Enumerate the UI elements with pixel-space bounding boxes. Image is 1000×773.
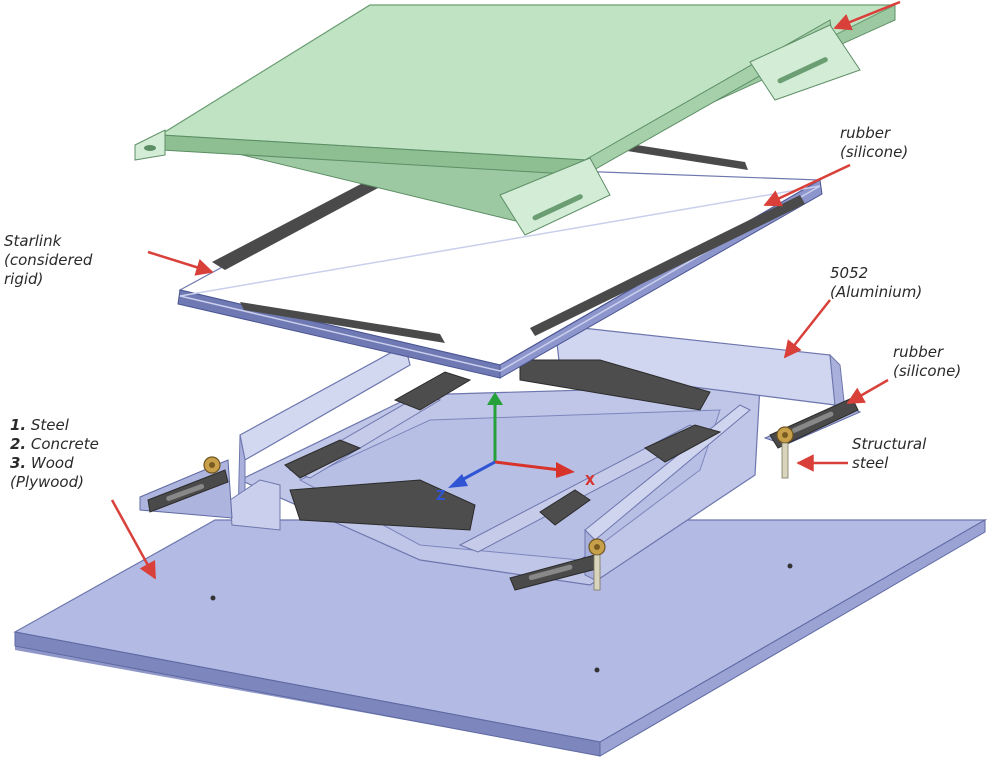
axis-triad: X Z xyxy=(436,392,595,504)
callout-arrows xyxy=(110,0,901,580)
x-axis-arrow xyxy=(494,460,561,472)
base-callout-arrow xyxy=(110,499,157,580)
base-material-item: 2. Concrete xyxy=(10,435,99,453)
x-axis-label: X xyxy=(585,474,595,489)
base-materials-label: 1. Steel 2. Concrete 3. Wood (Plywood) xyxy=(10,416,99,492)
aluminium-callout-arrow xyxy=(783,299,831,359)
base-plate xyxy=(13,519,988,757)
starlink-dish xyxy=(177,140,823,379)
aluminium-cover xyxy=(134,4,896,236)
base-material-item: (Plywood) xyxy=(10,473,84,491)
base-material-item: 1. Steel xyxy=(10,416,69,434)
cover-callout-arrow xyxy=(833,0,901,31)
starlink-callout-arrow xyxy=(147,250,214,276)
aluminium-label: 5052 (Aluminium) xyxy=(830,264,923,301)
base-material-item: 3. Wood xyxy=(10,454,74,472)
aluminium-mount-frame xyxy=(139,324,862,586)
rubber-silicone-right-label: rubber (silicone) xyxy=(893,343,962,380)
rubber-right-callout-arrow xyxy=(846,378,889,405)
rubber-pads-frame xyxy=(147,359,859,591)
structural-steel-label: Structural steel xyxy=(852,435,927,472)
starlink-label: Starlink (considered rigid) xyxy=(4,232,93,288)
rubber-silicone-top-label: rubber (silicone) xyxy=(840,124,909,161)
structural-steel-bolts xyxy=(203,426,794,591)
rubber-top-callout-arrow xyxy=(763,163,851,207)
z-axis-label: Z xyxy=(436,489,445,504)
